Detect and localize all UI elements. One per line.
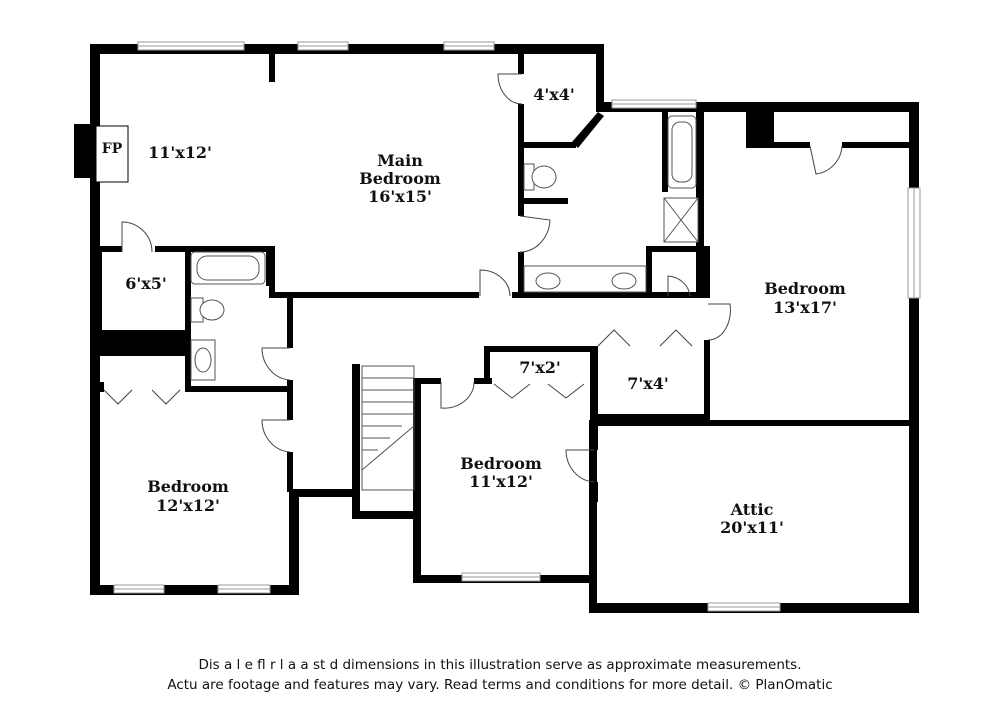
staircase: [361, 365, 415, 491]
room-size-label: 4'x4': [533, 85, 575, 104]
fireplace-label: FP: [102, 141, 123, 157]
room-size-label: 7'x4': [627, 374, 669, 393]
windows: [113, 41, 921, 612]
room-size-label: 11'x12': [469, 472, 533, 491]
fixtures: [190, 115, 699, 381]
interior-walls: [96, 54, 912, 502]
room-labels: FP 11'x12' Main Bedroom 16'x15' 4'x4' 6'…: [102, 85, 846, 537]
room-size-label: 13'x17': [773, 298, 837, 317]
fireplace: [95, 125, 129, 183]
room-name-label: Attic: [730, 500, 774, 519]
doors: [103, 73, 843, 483]
room-name-label: Bedroom: [147, 477, 229, 496]
disclaimer-line-1: Dis a l e fl r l a a st d dimensions in …: [198, 657, 802, 673]
room-name-label: Bedroom: [359, 169, 441, 188]
room-name-label: Main: [377, 151, 423, 170]
room-name-label: Bedroom: [764, 279, 846, 298]
room-size-label: 11'x12': [148, 143, 212, 162]
room-size-label: 6'x5': [125, 274, 167, 293]
disclaimer-line-2: Actu are footage and features may vary. …: [167, 677, 833, 693]
room-size-label: 20'x11': [720, 518, 784, 537]
room-size-label: 7'x2': [519, 358, 561, 377]
exterior-walls: [74, 44, 919, 613]
room-size-label: 12'x12': [156, 496, 220, 515]
room-name-label: Bedroom: [460, 454, 542, 473]
room-size-label: 16'x15': [368, 187, 432, 206]
